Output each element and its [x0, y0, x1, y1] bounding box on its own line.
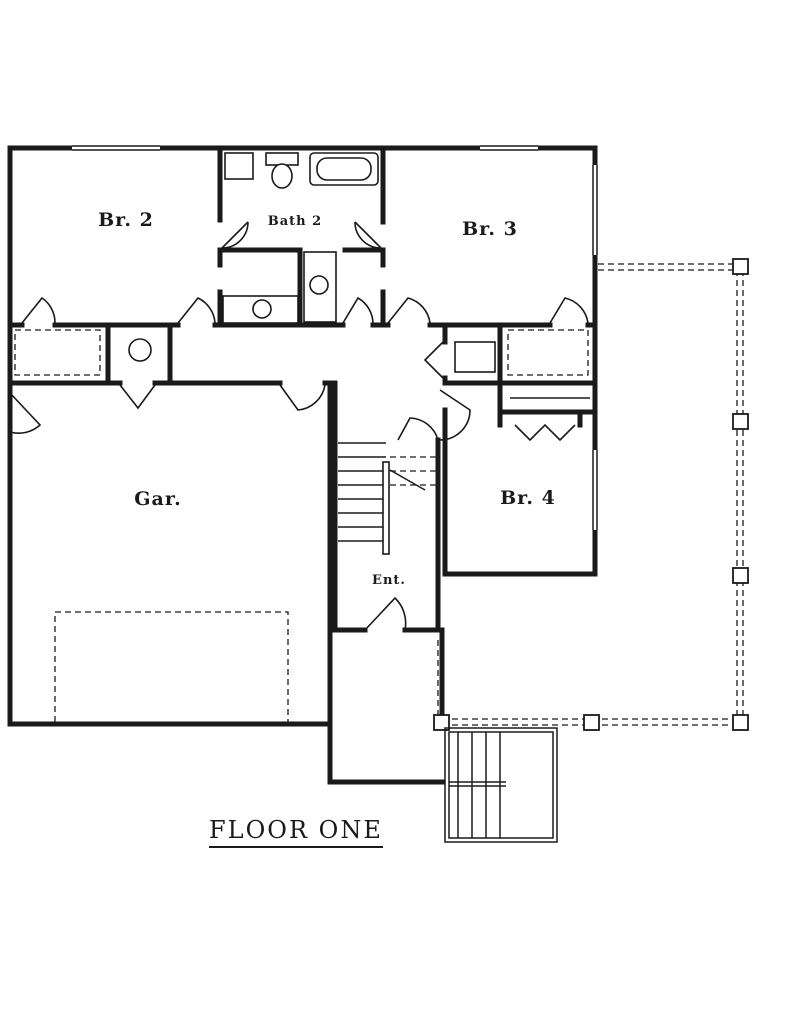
- room-label-bathroom-2: Bath 2: [268, 214, 322, 229]
- exterior-steps: [444, 727, 558, 843]
- porch-posts: [433, 258, 749, 731]
- interior-stairs: [338, 442, 436, 555]
- garage-door-outline: [54, 611, 289, 725]
- room-label-garage: Gar.: [134, 488, 181, 510]
- windows: [72, 145, 598, 530]
- room-label-bedroom-2: Br. 2: [98, 209, 154, 231]
- room-label-entry: Ent.: [372, 573, 406, 588]
- room-label-bedroom-3: Br. 3: [462, 218, 518, 240]
- porch-outline: [437, 263, 744, 726]
- interior-walls: [7, 147, 598, 727]
- doors: [9, 221, 589, 631]
- floor-title: FLOOR ONE: [209, 816, 383, 848]
- room-label-bedroom-4: Br. 4: [500, 487, 556, 509]
- bath-fixtures: [14, 152, 590, 399]
- exterior-walls: [7, 145, 598, 785]
